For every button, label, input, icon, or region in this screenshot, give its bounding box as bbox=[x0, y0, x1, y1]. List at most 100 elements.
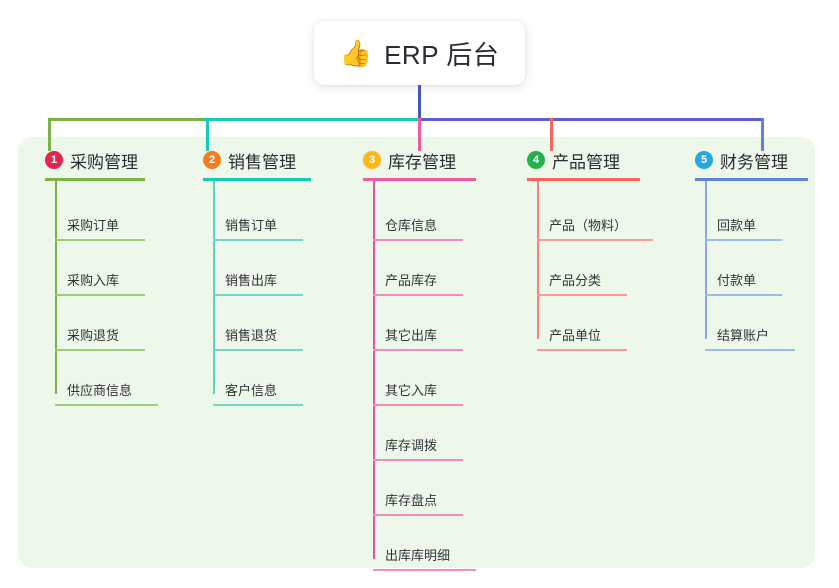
leaf-label: 产品库存 bbox=[385, 273, 438, 288]
leaf-label: 采购退货 bbox=[67, 328, 120, 343]
drop-branch-4 bbox=[550, 118, 553, 151]
leaf-rule bbox=[55, 349, 145, 351]
branch-header-5[interactable]: 5 财务管理 bbox=[695, 148, 839, 172]
leaf-rule bbox=[373, 349, 463, 351]
leaf-label: 销售退货 bbox=[225, 328, 278, 343]
leaf-node[interactable]: 付款单 bbox=[705, 251, 797, 296]
branch-column-3: 3 库存管理 仓库信息 产品库存 其它出库 其它入库 库存调拨 库存盘点 bbox=[363, 148, 523, 571]
leaf-rule bbox=[373, 294, 463, 296]
leaf-rule bbox=[537, 349, 627, 351]
leaf-rule bbox=[537, 239, 653, 241]
leaf-node[interactable]: 采购入库 bbox=[55, 251, 160, 296]
leaf-label: 结算账户 bbox=[717, 328, 770, 343]
leaf-rule bbox=[705, 349, 795, 351]
branch-column-5: 5 财务管理 回款单 付款单 结算账户 bbox=[695, 148, 839, 351]
root-node[interactable]: 👍 ERP 后台 bbox=[314, 21, 525, 85]
leaf-label: 客户信息 bbox=[225, 383, 278, 398]
branch-spine-2 bbox=[213, 181, 215, 394]
branch-badge-3: 3 bbox=[363, 151, 381, 169]
leaf-node[interactable]: 库存调拨 bbox=[373, 416, 478, 461]
drop-branch-2 bbox=[206, 118, 209, 151]
leaf-label: 采购订单 bbox=[67, 218, 120, 233]
branch-badge-1: 1 bbox=[45, 151, 63, 169]
thumbs-up-icon: 👍 bbox=[339, 38, 373, 68]
leaf-node[interactable]: 仓库信息 bbox=[373, 196, 478, 241]
leaf-rule bbox=[55, 404, 158, 406]
leaf-label: 付款单 bbox=[717, 273, 757, 288]
leaf-label: 库存盘点 bbox=[385, 493, 438, 508]
leaf-node[interactable]: 销售出库 bbox=[213, 251, 318, 296]
leaf-label: 销售订单 bbox=[225, 218, 278, 233]
root-title: ERP 后台 bbox=[384, 39, 500, 70]
diagram-board bbox=[18, 137, 815, 568]
branch-spine-3 bbox=[373, 181, 375, 559]
bus-segment-mid bbox=[203, 118, 419, 121]
branch-title-1: 采购管理 bbox=[70, 152, 138, 172]
leaf-rule bbox=[213, 349, 303, 351]
branch-header-2[interactable]: 2 销售管理 bbox=[203, 148, 353, 172]
leaf-node[interactable]: 采购退货 bbox=[55, 306, 160, 351]
leaf-rule bbox=[705, 239, 782, 241]
branch-spine-1 bbox=[55, 181, 57, 394]
branch-title-5: 财务管理 bbox=[720, 152, 788, 172]
leaf-node[interactable]: 结算账户 bbox=[705, 306, 810, 351]
branch-underline-2 bbox=[203, 178, 311, 181]
drop-branch-3 bbox=[418, 118, 421, 151]
leaf-node[interactable]: 库存盘点 bbox=[373, 471, 478, 516]
leaf-label: 回款单 bbox=[717, 218, 757, 233]
branch-underline-5 bbox=[695, 178, 808, 181]
leaf-node[interactable]: 回款单 bbox=[705, 196, 797, 241]
leaf-rule bbox=[373, 404, 463, 406]
leaf-rule bbox=[373, 459, 463, 461]
branch-badge-2: 2 bbox=[203, 151, 221, 169]
branch-spine-5 bbox=[705, 181, 707, 339]
leaf-label: 产品单位 bbox=[549, 328, 602, 343]
leaf-rule bbox=[55, 294, 145, 296]
branch-column-1: 1 采购管理 采购订单 采购入库 采购退货 供应商信息 bbox=[45, 148, 195, 406]
leaf-rule bbox=[213, 239, 303, 241]
leaf-rule bbox=[373, 569, 476, 571]
leaf-node[interactable]: 出库库明细 bbox=[373, 526, 491, 571]
leaf-node[interactable]: 供应商信息 bbox=[55, 361, 173, 406]
branch-badge-4: 4 bbox=[527, 151, 545, 169]
leaf-node[interactable]: 其它出库 bbox=[373, 306, 478, 351]
leaf-rule bbox=[537, 294, 627, 296]
leaf-label: 库存调拨 bbox=[385, 438, 438, 453]
leaf-rule bbox=[705, 294, 782, 296]
leaf-rule bbox=[373, 514, 463, 516]
leaf-label: 采购入库 bbox=[67, 273, 120, 288]
leaf-label: 其它入库 bbox=[385, 383, 438, 398]
leaf-node[interactable]: 采购订单 bbox=[55, 196, 160, 241]
bus-segment-left bbox=[48, 118, 203, 121]
leaf-label: 销售出库 bbox=[225, 273, 278, 288]
branch-spine-4 bbox=[537, 181, 539, 339]
leaf-rule bbox=[55, 239, 145, 241]
drop-branch-1 bbox=[48, 118, 51, 151]
branch-underline-4 bbox=[527, 178, 640, 181]
leaf-label: 供应商信息 bbox=[67, 383, 133, 398]
leaf-node[interactable]: 销售退货 bbox=[213, 306, 318, 351]
leaf-label: 产品（物料） bbox=[549, 218, 628, 233]
branch-header-4[interactable]: 4 产品管理 bbox=[527, 148, 687, 172]
leaf-rule bbox=[373, 239, 463, 241]
branch-badge-5: 5 bbox=[695, 151, 713, 169]
drop-branch-5 bbox=[761, 118, 764, 151]
branch-title-4: 产品管理 bbox=[552, 152, 620, 172]
leaf-node[interactable]: 产品单位 bbox=[537, 306, 642, 351]
leaf-label: 仓库信息 bbox=[385, 218, 438, 233]
leaf-node[interactable]: 销售订单 bbox=[213, 196, 318, 241]
trunk-stem bbox=[418, 85, 421, 120]
branch-header-1[interactable]: 1 采购管理 bbox=[45, 148, 195, 172]
leaf-node[interactable]: 产品分类 bbox=[537, 251, 642, 296]
leaf-node[interactable]: 产品（物料） bbox=[537, 196, 668, 241]
branch-underline-3 bbox=[363, 178, 476, 181]
branch-column-4: 4 产品管理 产品（物料） 产品分类 产品单位 bbox=[527, 148, 687, 351]
leaf-label: 产品分类 bbox=[549, 273, 602, 288]
branch-title-2: 销售管理 bbox=[228, 152, 296, 172]
branch-header-3[interactable]: 3 库存管理 bbox=[363, 148, 523, 172]
leaf-rule bbox=[213, 404, 303, 406]
bus-segment-right bbox=[419, 118, 763, 121]
leaf-node[interactable]: 客户信息 bbox=[213, 361, 318, 406]
leaf-node[interactable]: 产品库存 bbox=[373, 251, 478, 296]
leaf-node[interactable]: 其它入库 bbox=[373, 361, 478, 406]
